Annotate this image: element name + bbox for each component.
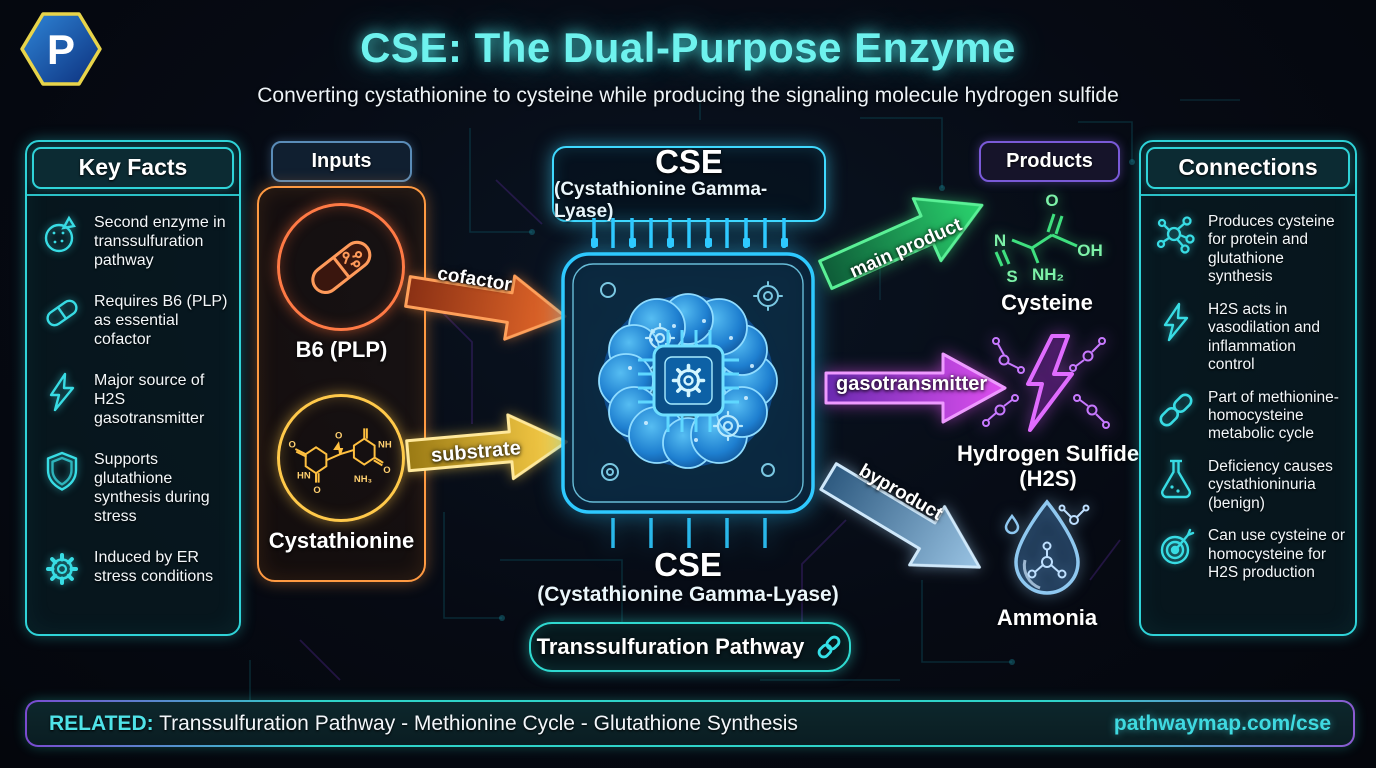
h2s-label-line2: (H2S) [1019, 465, 1077, 491]
shield-icon [46, 452, 78, 491]
key-fact-text: Induced by ER stress conditions [94, 549, 214, 586]
connection-item: H2S acts in vasodilation and inflammatio… [1154, 300, 1345, 375]
b6-capsule-icon [311, 240, 372, 294]
page-title: CSE: The Dual-Purpose Enzyme [360, 24, 1016, 71]
footer-url[interactable]: pathwaymap.com/cse [1113, 711, 1331, 735]
enzyme-icon [44, 215, 76, 253]
cse-full-name: (Cystathionine Gamma-Lyase) [554, 179, 768, 223]
cse-abbr: CSE [655, 142, 723, 180]
enzyme-chip-illustration [561, 218, 815, 548]
key-fact-item: Requires B6 (PLP) as essential cofactor [40, 291, 229, 349]
atom-label: O [1045, 191, 1058, 210]
connection-item: Part of methionine-homocysteine metaboli… [1154, 388, 1345, 444]
logo-letter: P [47, 26, 75, 73]
chain-link-icon [1159, 393, 1193, 426]
cse-bottom-label: CSE (Cystathionine Gamma-Lyase) [520, 546, 856, 607]
gasotransmitter-arrow [824, 352, 1007, 424]
connection-item: Deficiency causes cystathioninuria (beni… [1154, 457, 1345, 513]
bolt-icon [1163, 302, 1189, 341]
atom-label: O [383, 465, 390, 476]
key-fact-item: Major source of H2S gasotransmitter [40, 370, 229, 428]
key-fact-text: Second enzyme in transsulfuration pathwa… [94, 214, 226, 270]
key-fact-text: Supports glutathione synthesis during st… [94, 451, 210, 526]
connection-text: H2S acts in vasodilation and inflammatio… [1208, 300, 1321, 374]
byproduct-arrow [819, 462, 981, 569]
link-icon [818, 635, 841, 659]
capsule-icon [46, 299, 78, 327]
panel-divider [27, 194, 239, 196]
connections-panel: Connections Produces cysteine for protei… [1139, 140, 1357, 636]
cofactor-arrow [404, 274, 567, 341]
gasotransmitter-arrow-label: gasotransmitter [836, 373, 988, 395]
input-label-b6: B6 (PLP) [295, 337, 388, 362]
bolt-icon [49, 372, 75, 412]
connection-text: Part of methionine-homocysteine metaboli… [1208, 388, 1339, 443]
related-links: RELATED: Transsulfuration Pathway - Meth… [49, 712, 798, 736]
key-fact-item: Second enzyme in transsulfuration pathwa… [40, 212, 229, 270]
products-title: Products [1006, 150, 1093, 172]
cse-title-box: CSE (Cystathionine Gamma-Lyase) [552, 142, 826, 223]
ammonia-droplet-icon [1004, 499, 1090, 595]
products-header-badge: Products [979, 141, 1120, 182]
footer-bar: RELATED: Transsulfuration Pathway - Meth… [25, 700, 1355, 747]
cse-full-name-bottom: (Cystathionine Gamma-Lyase) [537, 582, 839, 606]
cystathionine-molecule-icon: O HN O O NH O NH₃ [288, 427, 392, 495]
connection-text: Produces cysteine for protein and glutat… [1208, 213, 1335, 286]
atom-label: O [313, 484, 320, 495]
transsulfuration-pathway-badge[interactable]: Transsulfuration Pathway [529, 622, 851, 672]
connection-item: Produces cysteine for protein and glutat… [1154, 212, 1345, 287]
product-label-ammonia: Ammonia [996, 605, 1098, 630]
atom-label: NH₃ [354, 473, 372, 484]
key-facts-title: Key Facts [32, 147, 234, 189]
related-label: RELATED: [49, 711, 154, 735]
atom-label: OH [1077, 241, 1103, 260]
connections-title: Connections [1146, 147, 1350, 189]
inputs-title: Inputs [311, 150, 372, 172]
flask-icon [1161, 459, 1191, 499]
key-fact-item: Supports glutathione synthesis during st… [40, 449, 229, 526]
atom-label: O [288, 439, 295, 450]
pathway-badge-label: Transsulfuration Pathway [536, 634, 805, 659]
key-facts-panel: Key Facts Second enzyme in transsulfurat… [25, 140, 241, 636]
atom-label: NH [378, 439, 392, 450]
atom-label: O [335, 430, 342, 441]
atom-label: HN [297, 470, 311, 481]
product-label-h2s: Hydrogen Sulfide (H2S) [952, 441, 1144, 491]
gear-icon [46, 553, 78, 586]
molecule-network-icon [1156, 216, 1195, 254]
atom-label: NH₂ [1032, 265, 1064, 284]
key-fact-item: Induced by ER stress conditions [40, 547, 229, 591]
atom-label: S [1006, 267, 1017, 286]
inputs-panel: B6 (PLP) O HN O O NH O NH₃ [257, 186, 426, 582]
product-label-cysteine: Cysteine [1001, 290, 1093, 315]
cse-abbr-bottom: CSE [654, 546, 722, 583]
atom-label: N [994, 231, 1006, 250]
key-fact-text: Major source of H2S gasotransmitter [94, 372, 205, 428]
pathwaymap-logo: P [20, 12, 102, 86]
main-product-arrow [818, 197, 984, 290]
b6-circle [277, 203, 405, 331]
target-icon [1160, 528, 1195, 565]
page-subtitle: Converting cystathionine to cysteine whi… [257, 84, 1119, 107]
panel-divider [1141, 194, 1355, 196]
inputs-header-badge: Inputs [271, 141, 412, 182]
connection-text: Can use cysteine or homocysteine for H2S… [1208, 527, 1345, 581]
cysteine-molecule-icon: O OH N S NH₂ [994, 191, 1103, 286]
related-text: Transsulfuration Pathway - Methionine Cy… [153, 711, 798, 735]
connection-item: Can use cysteine or homocysteine for H2S… [1154, 526, 1345, 582]
connection-text: Deficiency causes cystathioninuria (beni… [1208, 457, 1333, 512]
substrate-arrow [405, 413, 568, 481]
key-fact-text: Requires B6 (PLP) as essential cofactor [94, 293, 228, 349]
h2s-label-line1: Hydrogen Sulfide [956, 441, 1140, 466]
cystathionine-circle: O HN O O NH O NH₃ [277, 394, 405, 522]
input-label-cystathionine: Cystathionine [268, 528, 415, 553]
h2s-bolt-icon [982, 334, 1110, 432]
